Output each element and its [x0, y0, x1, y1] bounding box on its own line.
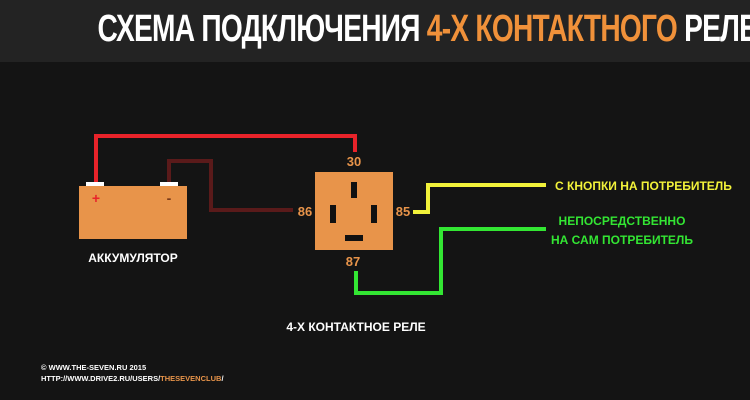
pin-label-86: 86	[298, 204, 312, 219]
title-part1: СХЕМА ПОДКЛЮЧЕНИЯ	[97, 8, 427, 50]
footer-url-suffix: /	[221, 374, 224, 383]
output-green-label-line2: НА САМ ПОТРЕБИТЕЛЬ	[551, 233, 693, 247]
battery-body	[79, 186, 187, 239]
battery: + - АККУМУЛЯТОР	[79, 182, 187, 265]
footer-url-highlight: THESEVENCLUB	[160, 374, 222, 383]
pin-87	[345, 235, 363, 241]
title-highlight: 4-Х КОНТАКТНОГО	[426, 8, 678, 50]
wire-green	[354, 227, 546, 295]
footer-copyright: © WWW.THE-SEVEN.RU 2015	[41, 363, 146, 372]
pin-label-87: 87	[346, 254, 360, 269]
pin-86	[330, 205, 336, 223]
footer-url-prefix: HTTP://WWW.DRIVE2.RU/USERS/	[41, 374, 161, 383]
title-part2: РЕЛЕ	[677, 8, 750, 50]
footer-url: HTTP://WWW.DRIVE2.RU/USERS/THESEVENCLUB/	[41, 374, 224, 383]
wire-red-positive	[94, 134, 357, 183]
output-yellow-label: С КНОПКИ НА ПОТРЕБИТЕЛЬ	[555, 179, 732, 193]
pin-85	[371, 205, 377, 223]
pin-label-85: 85	[396, 204, 410, 219]
page-title: СХЕМА ПОДКЛЮЧЕНИЯ 4-Х КОНТАКТНОГО РЕЛЕ	[97, 8, 750, 51]
plus-sign: +	[92, 190, 100, 206]
relay-label: 4-Х КОНТАКТНОЕ РЕЛЕ	[286, 320, 425, 334]
title-bar: СХЕМА ПОДКЛЮЧЕНИЯ 4-Х КОНТАКТНОГО РЕЛЕ	[0, 0, 750, 62]
battery-label: АККУМУЛЯТОР	[88, 251, 178, 265]
minus-sign: -	[167, 190, 172, 206]
battery-terminal-positive	[86, 182, 104, 189]
relay: 30 86 85 87 4-Х КОНТАКТНОЕ РЕЛЕ	[286, 154, 425, 334]
wire-yellow	[413, 183, 546, 214]
pin-label-30: 30	[347, 154, 361, 169]
output-green-label-line1: НЕПОСРЕДСТВЕННО	[559, 214, 686, 228]
pin-30	[351, 182, 357, 198]
battery-terminal-negative	[160, 182, 178, 189]
wire-darkred-negative	[167, 159, 293, 212]
